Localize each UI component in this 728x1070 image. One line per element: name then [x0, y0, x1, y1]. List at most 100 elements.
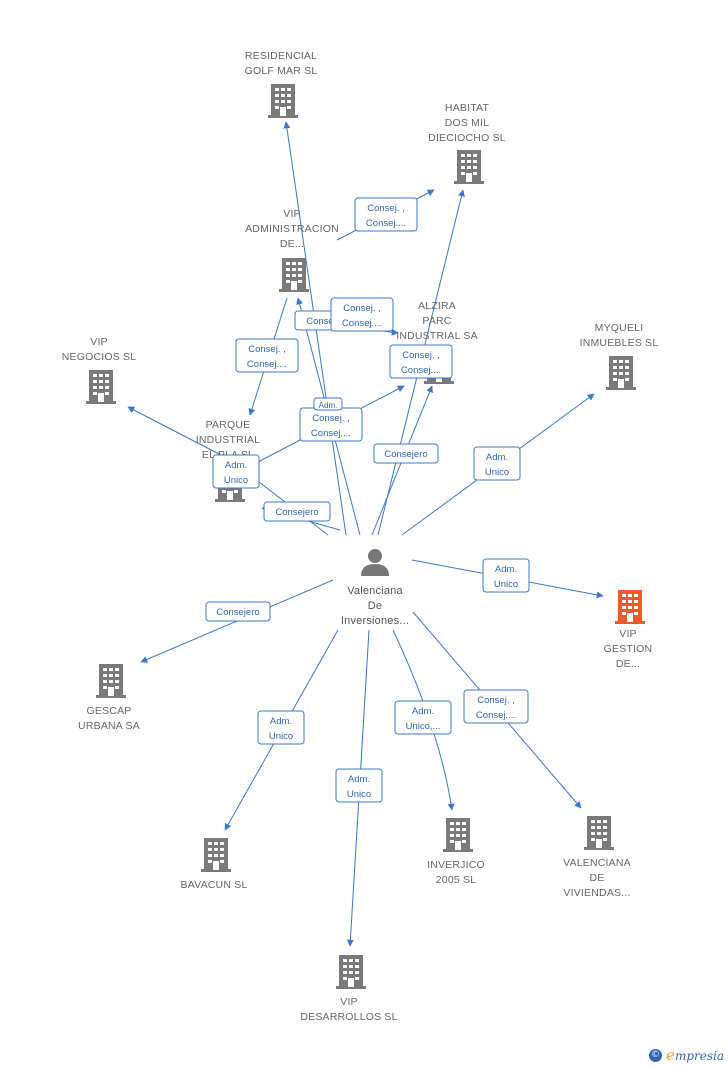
- relation-text: Consej. ,: [402, 350, 440, 361]
- relation-label[interactable]: Adm.Unico: [473, 446, 521, 481]
- relation-text: Consej. ,: [306, 316, 344, 327]
- relation-label[interactable]: Consejero: [205, 601, 271, 622]
- node-residencial[interactable]: RESIDENCIAL GOLF MAR SL: [245, 50, 318, 118]
- building-icon: [86, 370, 116, 404]
- relation-text: Consej....: [311, 428, 351, 439]
- relation-label[interactable]: Consejero: [263, 501, 331, 522]
- node-vip-desarrollos[interactable]: VIP DESARROLLOS SL: [300, 955, 397, 1023]
- relation-text: Consej....: [476, 710, 516, 721]
- center-label-line: Valenciana: [347, 585, 403, 597]
- relation-text: Consejero: [275, 507, 318, 518]
- copyright-icon: ©: [649, 1048, 663, 1062]
- relation-label[interactable]: Consej. ,Consej....: [330, 297, 394, 332]
- relation-text: Unico: [485, 467, 509, 478]
- relation-label[interactable]: Adm. Unico,...: [394, 700, 452, 735]
- node-gescap[interactable]: GESCAP URBANA SA: [78, 664, 140, 732]
- svg-text:Consej. ,Consej....: Consej. ,Consej....: [247, 344, 287, 370]
- relation-text: Consej....: [401, 365, 441, 376]
- svg-text:Consejero: Consejero: [216, 607, 259, 618]
- node-label-line: MYQUELI: [595, 322, 644, 334]
- svg-text:Consejero: Consejero: [384, 449, 427, 460]
- node-label-line: VIVIENDAS...: [563, 887, 630, 899]
- relation-text: Adm.: [495, 564, 517, 575]
- svg-text:Consej. ,Consej....: Consej. , Consej....: [401, 350, 441, 376]
- building-icon: [96, 664, 126, 698]
- relation-label[interactable]: Adm.Unico: [335, 768, 383, 803]
- building-icon: [201, 838, 231, 872]
- relation-text: Adm.: [270, 716, 292, 727]
- relation-text: Consej....: [366, 218, 406, 229]
- node-label-line: GESCAP: [87, 705, 132, 717]
- building-icon: [606, 356, 636, 390]
- svg-text:Adm.Unico: Adm.Unico: [347, 774, 371, 800]
- relation-text: Consej. ,: [367, 203, 405, 214]
- node-label-line: URBANA SA: [78, 720, 140, 732]
- svg-text:Adm.Unico: Adm. Unico: [269, 716, 293, 742]
- node-label-line: GOLF MAR SL: [245, 65, 318, 77]
- node-label-line: DESARROLLOS SL: [300, 1011, 397, 1023]
- node-label-line: RESIDENCIAL: [245, 50, 317, 62]
- building-icon: [615, 590, 645, 624]
- node-label-line: VIP: [340, 996, 358, 1008]
- relation-label[interactable]: Adm. Unico: [482, 558, 530, 593]
- relation-label[interactable]: Adm.Unico: [212, 454, 260, 489]
- relation-text: Consej. ,: [248, 344, 286, 355]
- building-icon: [454, 150, 484, 184]
- node-myqueli[interactable]: MYQUELI INMUEBLES SL: [580, 322, 659, 390]
- relation-text: Consej. ,: [312, 413, 350, 424]
- node-label-line: PARC: [422, 315, 451, 327]
- node-bavacun[interactable]: BAVACUN SL: [181, 838, 248, 891]
- relation-label[interactable]: Adm. Unico: [257, 710, 305, 745]
- node-label-line: DE...: [280, 238, 304, 250]
- node-label-line: BAVACUN SL: [181, 879, 248, 891]
- building-icon: [279, 258, 309, 292]
- brand-initial: e: [666, 1046, 675, 1064]
- relation-label[interactable]: Consej. ,Consej....: [463, 689, 529, 724]
- relation-label[interactable]: Adm.: [313, 397, 343, 411]
- relation-label[interactable]: Consej. , Consej....: [299, 407, 363, 442]
- relation-text: Unico: [347, 789, 371, 800]
- node-label-line: PARQUE: [206, 419, 251, 431]
- relation-label[interactable]: Consej. , Consej....: [389, 344, 453, 379]
- relation-text: Unico: [269, 731, 293, 742]
- relation-text: Adm.: [412, 706, 434, 717]
- building-icon: [443, 818, 473, 852]
- relation-text: Unico: [494, 579, 518, 590]
- relation-text: Consejero: [216, 607, 259, 618]
- svg-text:Adm.Unico: Adm.Unico: [224, 460, 248, 486]
- node-label-line: VIP: [90, 336, 108, 348]
- node-label-line: GESTION: [604, 643, 653, 655]
- relation-label[interactable]: Consejero: [373, 443, 439, 464]
- relation-text: Unico,...: [406, 721, 441, 732]
- node-label-line: INMUEBLES SL: [580, 337, 659, 349]
- svg-text:Adm.Unico: Adm.Unico: [485, 452, 509, 478]
- relation-label[interactable]: Consej. , Consej....: [354, 197, 418, 232]
- svg-text:Adm.Unico: Adm. Unico: [494, 564, 518, 590]
- relation-label[interactable]: Consej. ,Consej....: [235, 338, 299, 373]
- node-label-line: VIP: [619, 628, 637, 640]
- building-icon: [336, 955, 366, 989]
- node-vip-gestion[interactable]: VIP GESTION DE...: [604, 590, 653, 670]
- node-label-line: DE...: [616, 658, 640, 670]
- node-label-line: INDUSTRIAL SA: [396, 330, 478, 342]
- relation-text: Consej....: [342, 318, 382, 329]
- person-icon: [361, 549, 389, 576]
